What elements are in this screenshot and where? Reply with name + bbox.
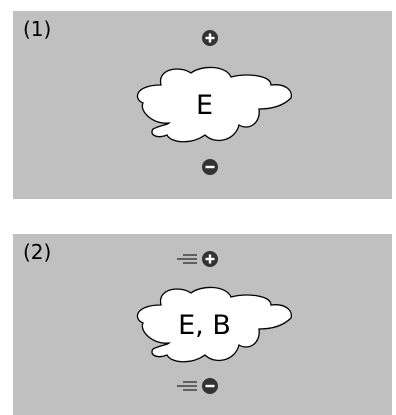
positive-charge-icon — [201, 29, 219, 47]
field-label: E, B — [178, 310, 231, 342]
panel-1: (1) E — [13, 11, 392, 199]
panel-2: (2) E, B — [13, 234, 392, 415]
negative-charge-icon — [201, 377, 219, 395]
motion-lines-icon — [175, 253, 199, 265]
field-cloud: E — [131, 63, 296, 153]
positive-charge-icon — [201, 250, 219, 268]
negative-charge-icon — [201, 158, 219, 176]
panel-1-label: (1) — [23, 17, 52, 41]
panel-2-label: (2) — [23, 240, 52, 264]
field-cloud: E, B — [131, 283, 296, 373]
field-label: E — [195, 90, 214, 122]
motion-lines-icon — [175, 380, 199, 392]
